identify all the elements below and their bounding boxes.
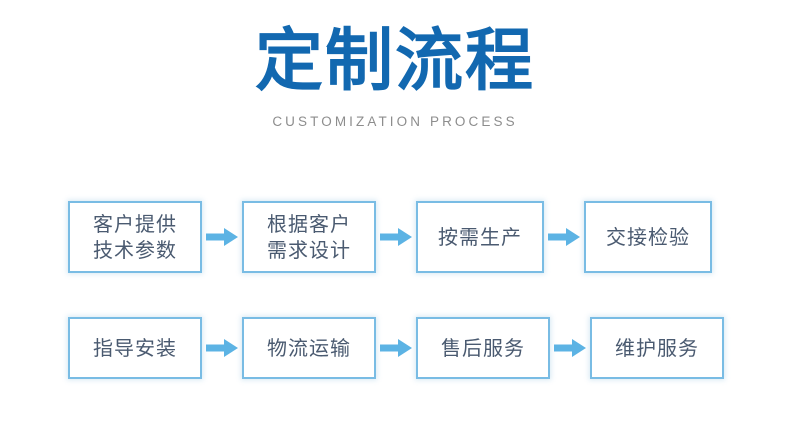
step-box-logistics-transport: 物流运输 [242,317,376,379]
flow-row-2: 指导安装 物流运输 售后服务 [0,316,790,380]
page-title: 定制流程 [254,22,535,101]
step-box-design-per-requirements: 根据客户 需求设计 [242,201,376,273]
step-label-line: 物流运输 [267,336,351,360]
arrow-right-icon [202,224,242,250]
step-label-line: 客户提供 [93,212,177,236]
step-label-line: 按需生产 [438,225,522,249]
arrow-right-icon [376,224,416,250]
arrow-right-icon [202,335,242,361]
step-label-line: 维护服务 [615,336,699,360]
step-label-line: 售后服务 [441,336,525,360]
step-label-line: 需求设计 [267,238,351,262]
step-box-customer-provides-specs: 客户提供 技术参数 [68,201,202,273]
arrow-right-icon [376,335,416,361]
step-box-installation-guidance: 指导安装 [68,317,202,379]
step-box-handover-inspection: 交接检验 [584,201,712,273]
step-label-line: 交接检验 [606,225,690,249]
page-header: 定制流程 CUSTOMIZATION PROCESS [0,22,790,130]
step-label-line: 指导安装 [93,336,177,360]
step-box-after-sales-service: 售后服务 [416,317,550,379]
arrow-right-icon [544,224,584,250]
flow-row-1: 客户提供 技术参数 根据客户 需求设计 按需生产 [0,200,790,274]
page-subtitle: CUSTOMIZATION PROCESS [272,114,518,129]
step-label-line: 根据客户 [267,212,351,236]
step-box-maintenance-service: 维护服务 [590,317,724,379]
arrow-right-icon [550,335,590,361]
step-label-line: 技术参数 [93,238,177,262]
step-box-produce-on-demand: 按需生产 [416,201,544,273]
